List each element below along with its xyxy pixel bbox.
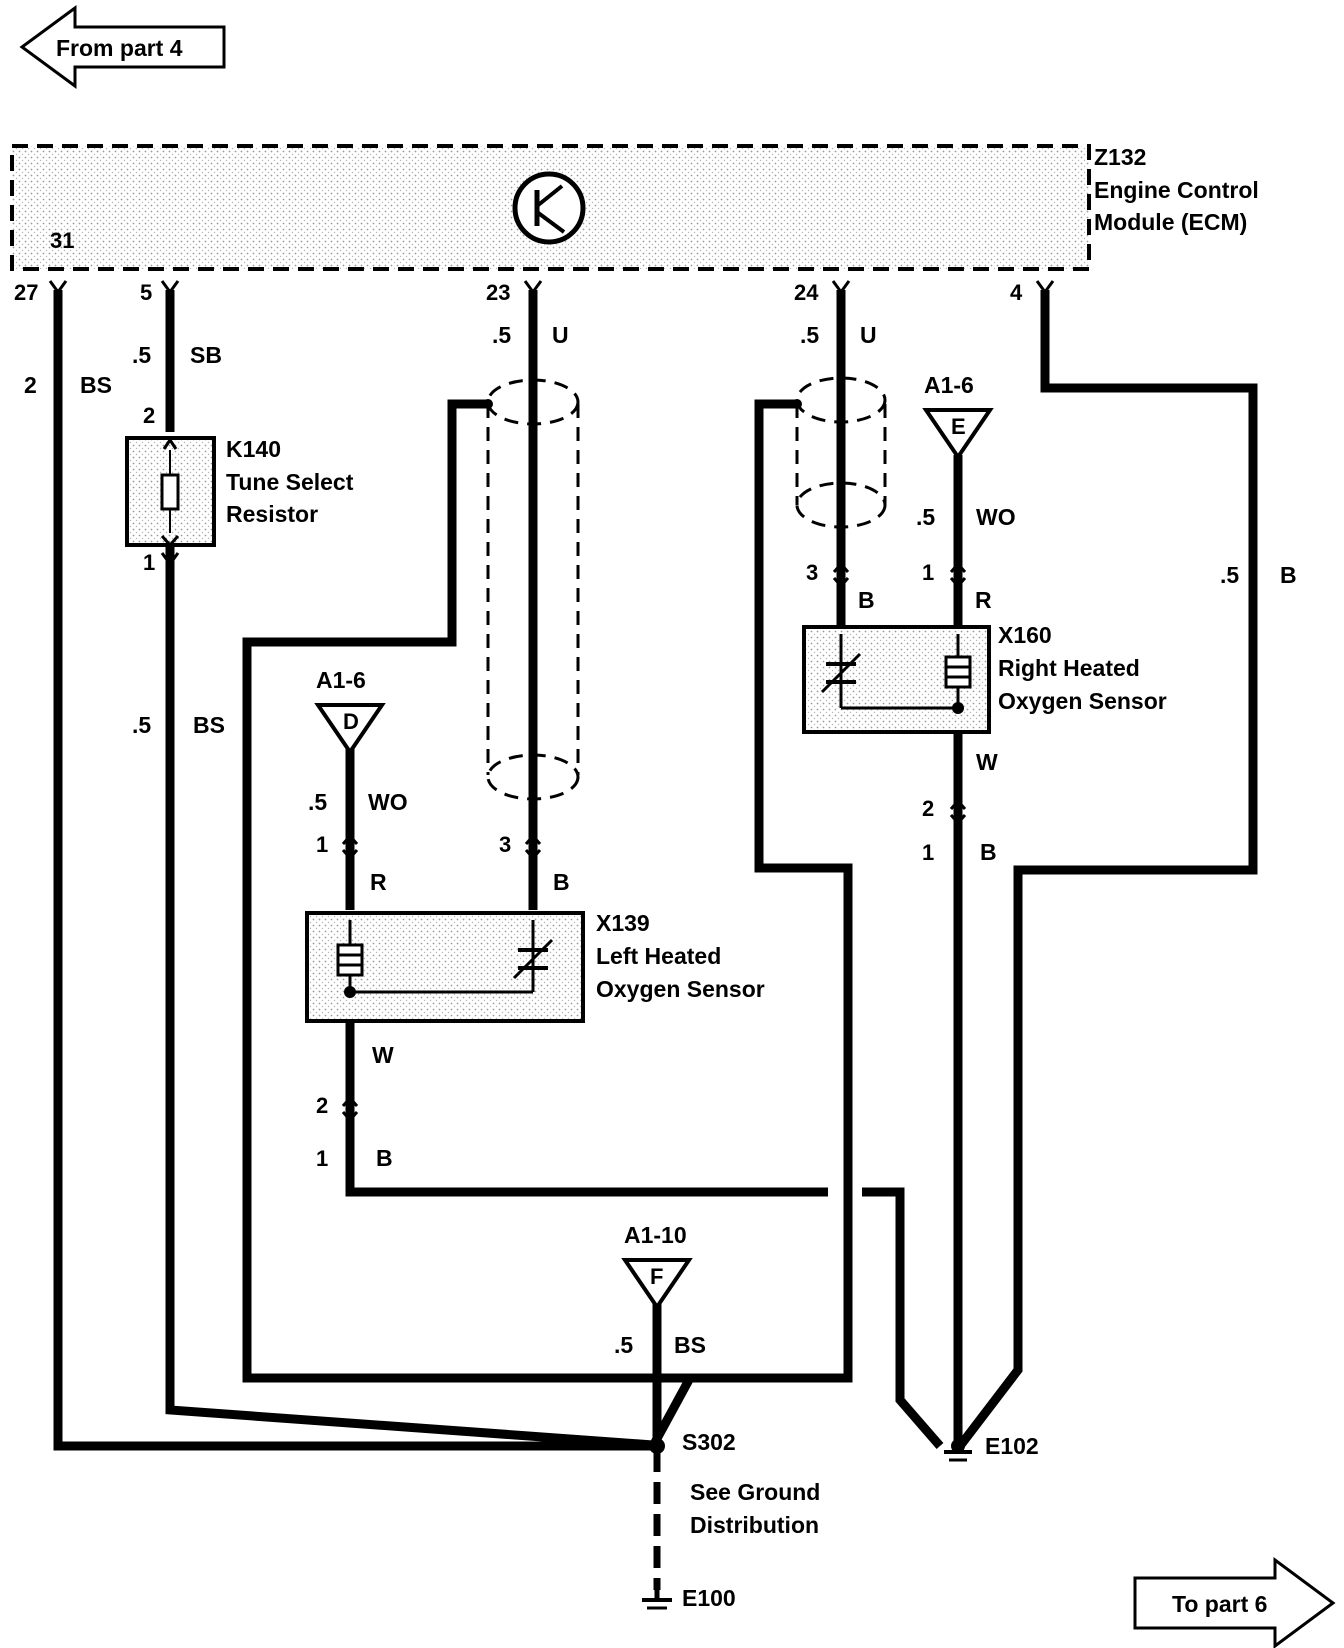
x160-id: X160 [998,622,1052,648]
w5b-size: .5 [132,712,151,738]
k140-pin-top: 2 [143,403,155,428]
x139-color-w: W [372,1042,394,1068]
transistor-icon [512,171,586,245]
x160-conn-bottom: 1 [922,840,934,865]
wire-ground-shield-join [649,1375,694,1449]
k140-name-line2: Resistor [226,501,318,527]
k140-pin-bottom: 1 [143,550,155,575]
ecm-name-line1: Engine Control [1094,177,1259,203]
x139-name-line2: Oxygen Sensor [596,976,765,1002]
ecm-name-line2: Module (ECM) [1094,209,1247,235]
thermistor-icon [820,652,862,694]
ground-ref-code: A1-10 [624,1222,687,1248]
w5-size: .5 [132,342,151,368]
left-heater-color: WO [368,789,408,815]
wire-left-ground-join [862,1187,944,1449]
right-heater-size: .5 [916,504,935,530]
k140-name-line1: Tune Select [226,469,354,495]
w23-size: .5 [492,322,511,348]
x160-color-b: B [858,587,875,613]
ground-ref-triangle: A1-10 F [621,1222,693,1311]
left-ref-code: A1-6 [316,667,366,693]
ecm-id: Z132 [1094,144,1146,170]
e102-label: E102 [985,1433,1039,1459]
resistor-icon [160,473,180,511]
from-part-label: From part 4 [56,35,183,61]
ecm-pin-23: 23 [486,280,510,305]
ground-ref-letter: F [650,1264,663,1289]
ecm-pin-5: 5 [140,280,152,305]
x160-name-line1: Right Heated [998,655,1140,681]
wire-left-ground [345,995,828,1197]
ground-e102-icon [944,1439,972,1462]
wire-shield-drains [242,399,853,1383]
x139-id: X139 [596,910,650,936]
x139-pin1: 1 [316,832,328,857]
ecm-pin-27: 27 [14,280,38,305]
left-heater-size: .5 [308,789,327,815]
left-ref-letter: D [343,709,359,734]
wire-4-ground [956,290,1258,1449]
left-shielded-cable [483,378,580,801]
w4-color: B [1280,562,1297,588]
x160-conn-color: B [980,839,997,865]
x160-sensor: 3 1 B R W 2 1 B X160 Right Heated Oxygen… [802,560,1167,865]
w27-size: 2 [24,372,37,398]
to-part-arrow[interactable]: To part 6 [1133,1557,1336,1648]
to-part-label: To part 6 [1172,1591,1267,1617]
ground-note-line1: See Ground [690,1479,820,1505]
w23-color: U [552,322,569,348]
x139-name-line1: Left Heated [596,943,721,969]
wire-k140-ground [165,545,654,1450]
x139-sensor: 1 3 R B W 2 1 B X139 Left Heated Oxygen … [305,832,765,1171]
right-ref-code: A1-6 [924,372,974,398]
right-ref-letter: E [951,414,966,439]
splice-id: S302 [682,1429,736,1455]
x139-conn-bottom: 1 [316,1146,328,1171]
w5-color: SB [190,342,222,368]
thermistor-icon [512,938,554,980]
x160-pin3: 3 [806,560,818,585]
right-heater-color: WO [976,504,1016,530]
wire-27-ground [53,290,653,1451]
ecm-pin-4: 4 [1010,280,1023,305]
w27-color: BS [80,372,112,398]
x139-conn-top: 2 [316,1093,328,1118]
right-shielded-cable [792,376,887,529]
left-ref-triangle: A1-6 D [314,667,386,756]
ground-f-size: .5 [614,1332,633,1358]
heater-element-icon [336,943,364,977]
w24-size: .5 [800,322,819,348]
ecm-internal-pin: 31 [50,228,74,253]
splice-dot [649,1438,665,1454]
wires [53,290,1258,1451]
ecm-pin-24: 24 [794,280,819,305]
w5b-color: BS [193,712,225,738]
ecm-module: Z132 Engine Control Module (ECM) 31 [10,144,1259,271]
x160-color-w: W [976,749,998,775]
w4-size: .5 [1220,562,1239,588]
x160-conn-top: 2 [922,796,934,821]
x160-name-line2: Oxygen Sensor [998,688,1167,714]
right-ref-triangle: A1-6 E [922,372,994,461]
k140-resistor: 2 1 K140 Tune Select Resistor [125,403,354,575]
ground-f-color: BS [674,1332,706,1358]
x160-pin1: 1 [922,560,934,585]
ground-e100-icon [642,1590,672,1610]
heater-element-icon [944,655,972,689]
ground-note-line2: Distribution [690,1512,819,1538]
e100-label: E100 [682,1585,736,1611]
x160-color-r: R [975,587,992,613]
x139-color-b: B [553,869,570,895]
x139-conn-color: B [376,1145,393,1171]
from-part-arrow[interactable]: From part 4 [19,5,226,89]
x139-color-r: R [370,869,387,895]
ecm-fork-connectors [48,280,1055,295]
k140-id: K140 [226,436,281,462]
x139-pin3: 3 [499,832,511,857]
w24-color: U [860,322,877,348]
